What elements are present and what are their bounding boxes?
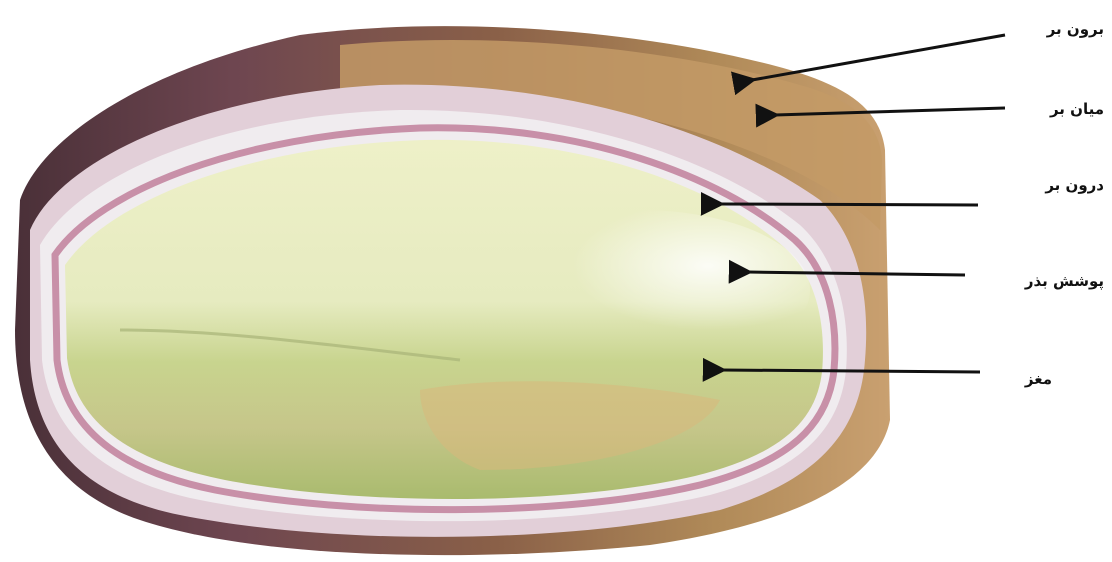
label-seed-coat: پوشش بذر: [1025, 272, 1104, 290]
label-mesocarp: میان بر: [1050, 100, 1104, 118]
arrow-endocarp: [720, 204, 978, 205]
label-endocarp: درون بر: [1045, 176, 1104, 194]
label-kernel: مغز: [1025, 370, 1052, 388]
arrow-exocarp: [752, 35, 1005, 80]
kernel-highlight: [470, 210, 810, 370]
label-exocarp: برون بر: [1047, 20, 1104, 38]
arrow-kernel: [722, 370, 980, 372]
